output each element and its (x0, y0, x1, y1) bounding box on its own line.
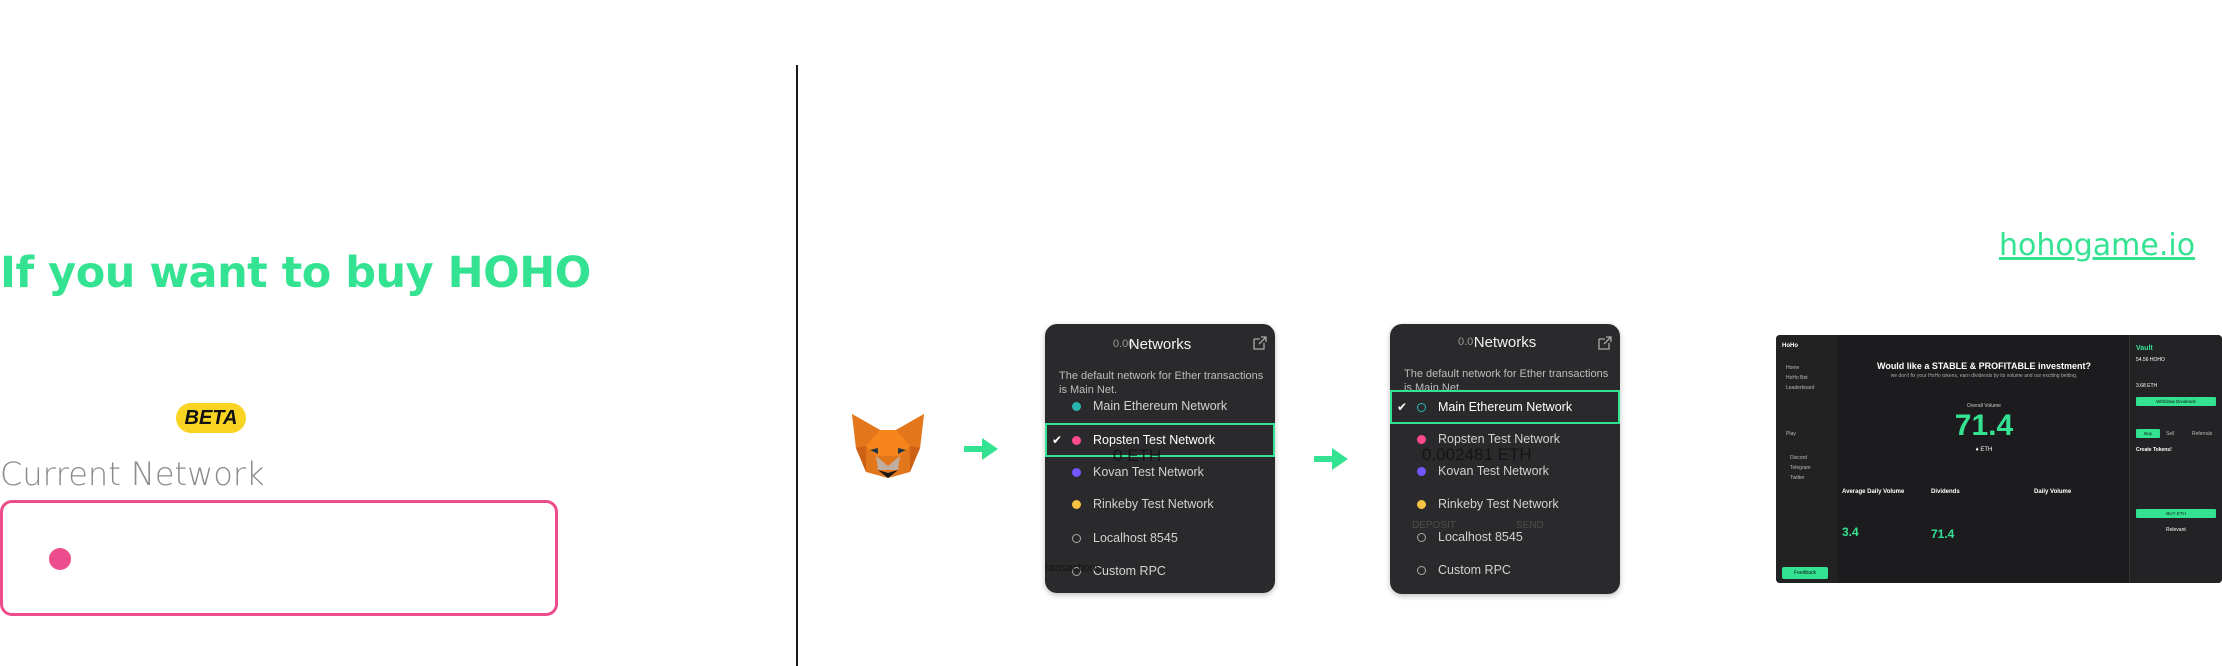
overall-volume-label: Overall Volume (1967, 403, 2001, 409)
network-item-custom-rpc[interactable]: Custom RPC (1390, 555, 1620, 585)
network-ring-icon (1072, 567, 1081, 576)
networks-menu-ropsten: 0.00 Networks The default network for Et… (1045, 324, 1275, 593)
network-item-main[interactable]: Main Ethereum Network (1045, 391, 1275, 421)
network-ring-icon (1072, 534, 1081, 543)
network-ring-icon (1417, 533, 1426, 542)
ghost-send-button: SEND (1516, 520, 1544, 531)
external-link-icon[interactable] (1598, 336, 1612, 350)
network-ring-icon (1417, 566, 1426, 575)
network-label: Kovan Test Network (1438, 464, 1549, 478)
network-dot-icon (1072, 436, 1081, 445)
check-icon: ✔ (1052, 433, 1063, 447)
dashboard-sidebar: HoHo Home HoHo Bet Leaderboard Play Disc… (1776, 335, 1838, 583)
nav-play[interactable]: Play (1786, 431, 1796, 437)
network-label: Main Ethereum Network (1093, 399, 1228, 413)
buy-hoho-title: If you want to buy HOHO (0, 248, 591, 298)
daily-volume-title: Daily Volume (2034, 489, 2072, 495)
ghost-transactions: ransactions (1045, 562, 1102, 574)
dashboard-logo: HoHo (1782, 343, 1798, 349)
ghost-deposit-button: DEPOSIT (1412, 520, 1456, 531)
ghost-balance: 0.002481 ETH (1422, 445, 1532, 464)
overall-volume-unit: ♦ ETH (1975, 447, 1993, 453)
external-link-icon[interactable] (1253, 336, 1267, 350)
overall-volume-value: 71.4 (1954, 409, 2014, 442)
current-network-label: Current Network (0, 455, 265, 493)
vertical-divider (796, 65, 798, 666)
network-dot-icon (1072, 500, 1081, 509)
arrow-right-icon (1314, 448, 1348, 470)
network-dot-icon (1072, 468, 1081, 477)
vault-tab-buy[interactable]: Buy (2136, 429, 2160, 438)
vault-eth: 3.68 ETH (2136, 383, 2158, 389)
vault-balance: 54.56 HOHO (2136, 357, 2165, 363)
network-dot-icon (1417, 500, 1426, 509)
nav-leaderboard[interactable]: Leaderboard (1786, 385, 1815, 391)
current-network-box[interactable] (0, 500, 558, 616)
dashboard-subline: we don't fix your HoHo tokens, earn divi… (1890, 373, 2078, 379)
network-dot-icon (1417, 435, 1426, 444)
network-item-ropsten[interactable]: Ropsten Test Network (1390, 424, 1620, 454)
vault-title: Vault (2136, 345, 2153, 352)
beta-badge: BETA (176, 403, 246, 433)
network-item-ropsten[interactable]: ✔ Ropsten Test Network (1045, 423, 1275, 457)
network-item-main[interactable]: ✔ Main Ethereum Network (1390, 390, 1620, 424)
ghost-balance: 0 ETH (1113, 446, 1162, 465)
network-item-localhost[interactable]: Localhost 8545 (1045, 523, 1275, 553)
network-label: Localhost 8545 (1093, 531, 1178, 545)
network-label: Ropsten Test Network (1093, 433, 1216, 447)
networks-title: Networks (1473, 334, 1537, 351)
dashboard-headline: Would like a STABLE & PROFITABLE investm… (1876, 361, 2092, 371)
vault-relevant: Relevant (2166, 527, 2186, 533)
nav-hoho-bet[interactable]: HoHo Bet (1786, 375, 1808, 381)
avg-daily-volume-title: Average Daily Volume (1842, 489, 1905, 495)
withdraw-dividends-button[interactable]: Withdraw Dividends (2136, 397, 2216, 406)
networks-title: Networks (1128, 336, 1192, 353)
network-item-rinkeby[interactable]: Rinkeby Test Network (1390, 489, 1620, 519)
network-label: Rinkeby Test Network (1438, 497, 1559, 511)
avg-daily-volume-value: 3.4 (1842, 525, 1859, 539)
networks-menu-main: 0.0 Networks The default network for Eth… (1390, 324, 1620, 594)
network-dot-icon (1417, 467, 1426, 476)
network-label: Main Ethereum Network (1438, 400, 1573, 414)
network-dot-icon (1417, 403, 1426, 412)
network-item-kovan[interactable]: Kovan Test Network (1045, 457, 1275, 487)
network-label: Custom RPC (1438, 563, 1511, 577)
metamask-fox-icon (852, 414, 924, 478)
hohogame-link[interactable]: hohogame.io (1999, 228, 2196, 263)
vault-create-title: Create Tokens! (2136, 447, 2172, 453)
vault-tab-referrals[interactable]: Referrals (2192, 431, 2213, 437)
vault-panel: Vault 54.56 HOHO 3.68 ETH Withdraw Divid… (2129, 335, 2222, 583)
network-item-localhost[interactable]: Localhost 8545 (1390, 522, 1620, 552)
network-label: Ropsten Test Network (1438, 432, 1561, 446)
nav-telegram[interactable]: Telegram (1790, 465, 1811, 471)
buy-eth-button[interactable]: BUY ETH (2136, 509, 2216, 518)
vault-tab-sell[interactable]: Sell (2166, 431, 2175, 437)
background-balance: 0.0 (1458, 336, 1474, 348)
network-label: Custom RPC (1093, 564, 1166, 578)
network-status-dot (49, 548, 71, 570)
check-icon: ✔ (1397, 400, 1408, 414)
nav-twitter[interactable]: Twitter (1790, 475, 1805, 481)
nav-home[interactable]: Home (1786, 365, 1800, 371)
network-label: Kovan Test Network (1093, 465, 1204, 479)
arrow-right-icon (964, 438, 998, 460)
dividends-title: Dividends (1931, 489, 1960, 495)
network-label: Rinkeby Test Network (1093, 497, 1214, 511)
network-item-rinkeby[interactable]: Rinkeby Test Network (1045, 489, 1275, 519)
feedback-button[interactable]: Feedback (1782, 567, 1828, 579)
nav-discord[interactable]: Discord (1790, 455, 1807, 461)
hohogame-dashboard-screenshot: HoHo Home HoHo Bet Leaderboard Play Disc… (1776, 335, 2222, 583)
dividends-value: 71.4 (1931, 527, 1955, 541)
network-item-kovan[interactable]: Kovan Test Network (1390, 456, 1620, 486)
background-balance: 0.00 (1113, 338, 1135, 350)
network-dot-icon (1072, 402, 1081, 411)
networks-description: The default network for Ether transactio… (1059, 370, 1264, 396)
network-item-custom-rpc[interactable]: Custom RPC (1045, 556, 1275, 586)
network-label: Localhost 8545 (1438, 530, 1523, 544)
